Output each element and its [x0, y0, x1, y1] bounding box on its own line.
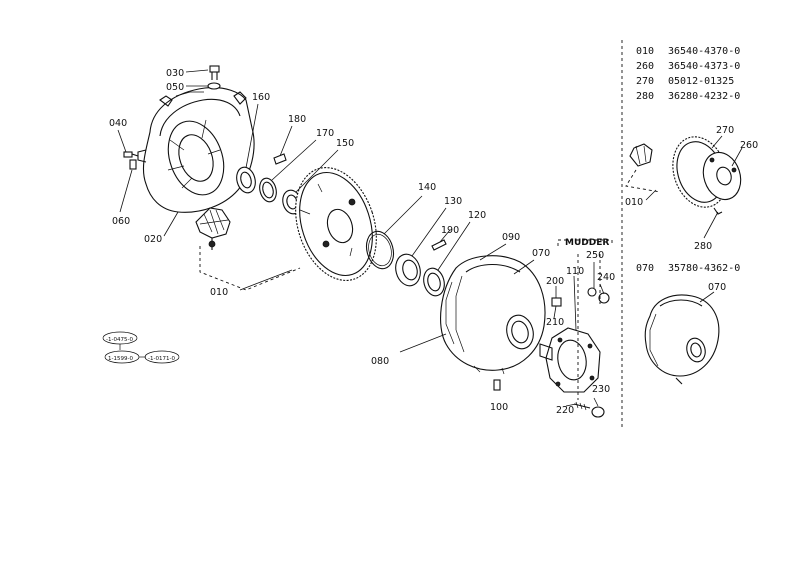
callout-070-detail: 070: [708, 282, 726, 293]
callout-250: 250: [586, 250, 604, 261]
callout-270: 270: [716, 125, 734, 136]
parts-row-partno: 05012-01325: [668, 76, 734, 87]
bevel-pinion-010: [195, 207, 231, 250]
callout-090: 090: [502, 232, 520, 243]
callout-190: 190: [441, 225, 459, 236]
callout-130: 130: [444, 196, 462, 207]
callout-060: 060: [112, 216, 130, 227]
detail-housing-070: [644, 294, 720, 385]
parts-table: 010 36540-4370-0 260 36540-4373-0 270 05…: [636, 46, 740, 274]
callout-labels: 030 050 040 060 020 160 180 170 150 010 …: [109, 68, 758, 416]
bolt-240: [598, 292, 610, 304]
seal-120: [423, 267, 445, 297]
serial-tag-2: 1-1599-0: [108, 356, 133, 362]
differential-case-020: [137, 87, 255, 213]
callout-100: 100: [490, 402, 508, 413]
bolt-100: [493, 379, 501, 391]
pin-190: [431, 239, 447, 251]
callout-220: 220: [556, 405, 574, 416]
serial-tags: -1-0475-0 1-1599-0 -1-0171-0: [102, 331, 180, 364]
plug-060: [129, 159, 137, 170]
callout-020: 020: [144, 234, 162, 245]
callout-010-detail: 010: [625, 197, 643, 208]
detail-assembly-010: [625, 136, 742, 215]
callout-120: 120: [468, 210, 486, 221]
cap-230: [591, 406, 605, 418]
callout-050: 050: [166, 82, 184, 93]
flange-110: [539, 327, 601, 393]
callout-260: 260: [740, 140, 758, 151]
callout-080: 080: [371, 356, 389, 367]
callout-150: 150: [336, 138, 354, 149]
leader-lines: [117, 69, 743, 407]
callout-230: 230: [592, 384, 610, 395]
callout-030: 030: [166, 68, 184, 79]
mudder-bracket: [557, 239, 613, 400]
bearing-160: [236, 166, 256, 194]
washer-050: [207, 82, 221, 90]
serial-tag-3: -1-0171-0: [148, 356, 175, 362]
callout-010: 010: [210, 287, 228, 298]
callout-210: 210: [546, 317, 564, 328]
callout-170: 170: [316, 128, 334, 139]
shim-170: [259, 177, 277, 203]
parts-row-ref: 270: [636, 76, 654, 87]
plug-200: [551, 297, 562, 307]
callout-040: 040: [109, 118, 127, 129]
pinion-alignment-line: [199, 246, 301, 291]
parts-row-partno: 36540-4370-0: [668, 46, 740, 57]
parts-row-partno: 35780-4362-0: [668, 263, 740, 274]
callout-110: 110: [566, 266, 584, 277]
serial-tag-1: -1-0475-0: [106, 337, 133, 343]
callout-070: 070: [532, 248, 550, 259]
callout-160: 160: [252, 92, 270, 103]
parts-row-partno: 36280-4232-0: [668, 91, 740, 102]
bolt-250: [587, 287, 597, 297]
screw-220: [573, 401, 591, 411]
callout-200: 200: [546, 276, 564, 287]
pin-040: [123, 151, 139, 158]
parts-row-ref: 260: [636, 61, 654, 72]
bearing-130: [395, 253, 421, 287]
mudder-label: MUDDER: [565, 238, 609, 248]
parts-row-ref: 070: [636, 263, 654, 274]
callout-180: 180: [288, 114, 306, 125]
snap-ring-140: [365, 230, 395, 270]
parts-row-partno: 36540-4373-0: [668, 61, 740, 72]
bolt-030: [209, 65, 220, 80]
ring-gear: [295, 167, 377, 281]
housing-080: [440, 255, 546, 375]
parts-row-ref: 280: [636, 91, 654, 102]
callout-140: 140: [418, 182, 436, 193]
callout-240: 240: [597, 272, 615, 283]
parts-row-ref: 010: [636, 46, 654, 57]
callout-280: 280: [694, 241, 712, 252]
